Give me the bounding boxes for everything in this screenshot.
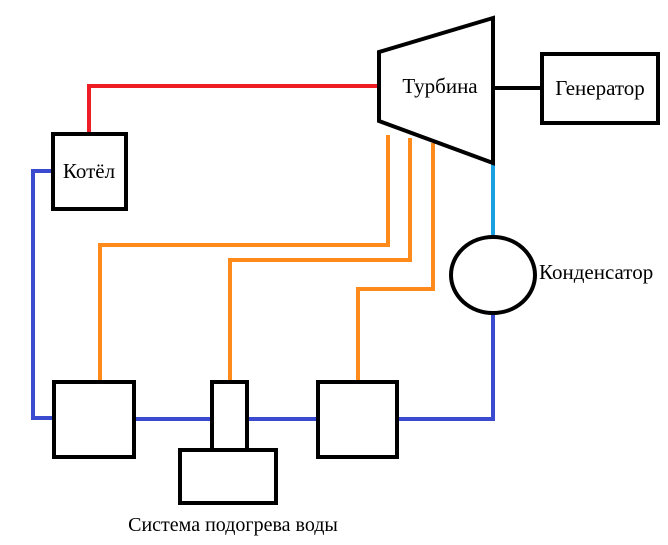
condenser: Конденсатор <box>449 235 653 315</box>
condenser-circle <box>449 235 537 315</box>
extraction-line-2 <box>228 138 412 382</box>
boiler-box <box>51 132 128 211</box>
generator-label: Генератор <box>555 76 645 100</box>
turbine-label: Турбина <box>402 74 478 98</box>
live-steam-line <box>87 84 379 134</box>
turbine: Турбина <box>377 15 495 166</box>
boiler-label: Котёл <box>63 159 115 183</box>
water-heating-system: Система подогрева воды <box>52 380 399 536</box>
generator: Генератор <box>540 52 660 125</box>
feed-water-lines <box>31 169 495 421</box>
deaerator-tank <box>178 448 278 505</box>
feed-water-condenser-to-heater3 <box>397 313 495 421</box>
feed-water-heater1-to-boiler <box>31 169 54 420</box>
heater-1 <box>52 380 136 459</box>
extraction-line-1 <box>98 135 390 382</box>
condenser-label: Конденсатор <box>539 260 653 284</box>
heating-system-caption: Система подогрева воды <box>128 514 338 536</box>
extraction-steam-lines <box>98 135 435 382</box>
turbine-shape <box>377 15 495 166</box>
deaerator-column <box>210 380 249 452</box>
boiler: Котёл <box>51 132 128 211</box>
generator-box <box>540 52 660 125</box>
extraction-line-3 <box>356 143 435 382</box>
heater-3 <box>316 380 399 459</box>
